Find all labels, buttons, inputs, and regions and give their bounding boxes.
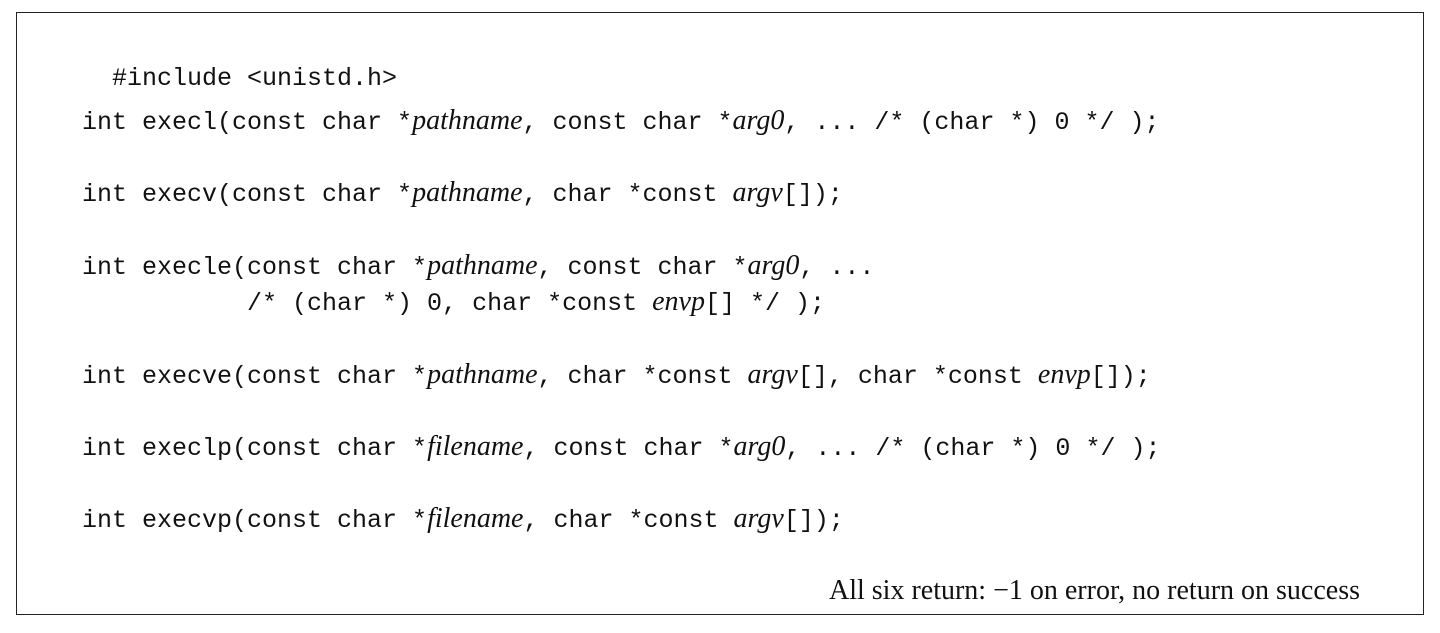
param-envp: envp	[1037, 359, 1091, 390]
param-filename: filename	[427, 503, 524, 534]
execle-prototype: int execle(const char *pathname, const c…	[82, 251, 874, 283]
param-argv: argv	[732, 177, 783, 208]
code-text: []);	[783, 506, 844, 535]
execvp-prototype: int execvp(const char *filename, char *c…	[82, 504, 844, 536]
return-value-note: All six return: −1 on error, no return o…	[829, 575, 1360, 606]
param-pathname: pathname	[412, 177, 523, 208]
code-text: []);	[782, 180, 843, 209]
execlp-prototype: int execlp(const char *filename, const c…	[82, 432, 1160, 464]
code-text: , ...	[799, 253, 875, 282]
code-text: int execle(const char *	[82, 253, 428, 282]
execl-prototype: int execl(const char *pathname, const ch…	[82, 106, 1159, 138]
param-pathname: pathname	[427, 359, 538, 390]
param-filename: filename	[427, 431, 524, 462]
code-text: int execve(const char *	[82, 362, 428, 391]
execle-prototype-continuation: /* (char *) 0, char *const envp[] */ );	[82, 287, 825, 319]
code-text: , const char *	[522, 108, 733, 137]
execv-prototype: int execv(const char *pathname, char *co…	[82, 178, 843, 210]
param-envp: envp	[652, 286, 705, 317]
code-text: int execl(const char *	[82, 108, 413, 137]
execve-prototype: int execve(const char *pathname, char *c…	[82, 360, 1151, 392]
code-text: , ... /* (char *) 0 */ );	[784, 108, 1160, 137]
code-text: int execlp(const char *	[82, 434, 428, 463]
code-text: int execvp(const char *	[82, 506, 428, 535]
param-pathname: pathname	[412, 105, 523, 136]
code-text: [] */ );	[704, 289, 825, 318]
param-pathname: pathname	[427, 250, 538, 281]
code-text: , char *const	[537, 362, 748, 391]
code-text: , const char *	[523, 434, 734, 463]
code-text: , char *const	[522, 180, 733, 209]
param-argv: argv	[733, 503, 784, 534]
code-text: , ... /* (char *) 0 */ );	[785, 434, 1161, 463]
include-line: #include <unistd.h>	[82, 34, 397, 94]
code-text: [], char *const	[797, 362, 1038, 391]
code-text: int execv(const char *	[82, 180, 413, 209]
param-argv: argv	[747, 359, 798, 390]
code-box	[16, 12, 1424, 615]
code-text: /* (char *) 0, char *const	[82, 289, 653, 318]
param-arg0: arg0	[732, 105, 785, 136]
code-text: []);	[1090, 362, 1151, 391]
include-text: #include <unistd.h>	[112, 64, 398, 93]
code-text: , const char *	[537, 253, 748, 282]
param-arg0: arg0	[733, 431, 786, 462]
param-arg0: arg0	[747, 250, 800, 281]
code-text: , char *const	[523, 506, 734, 535]
